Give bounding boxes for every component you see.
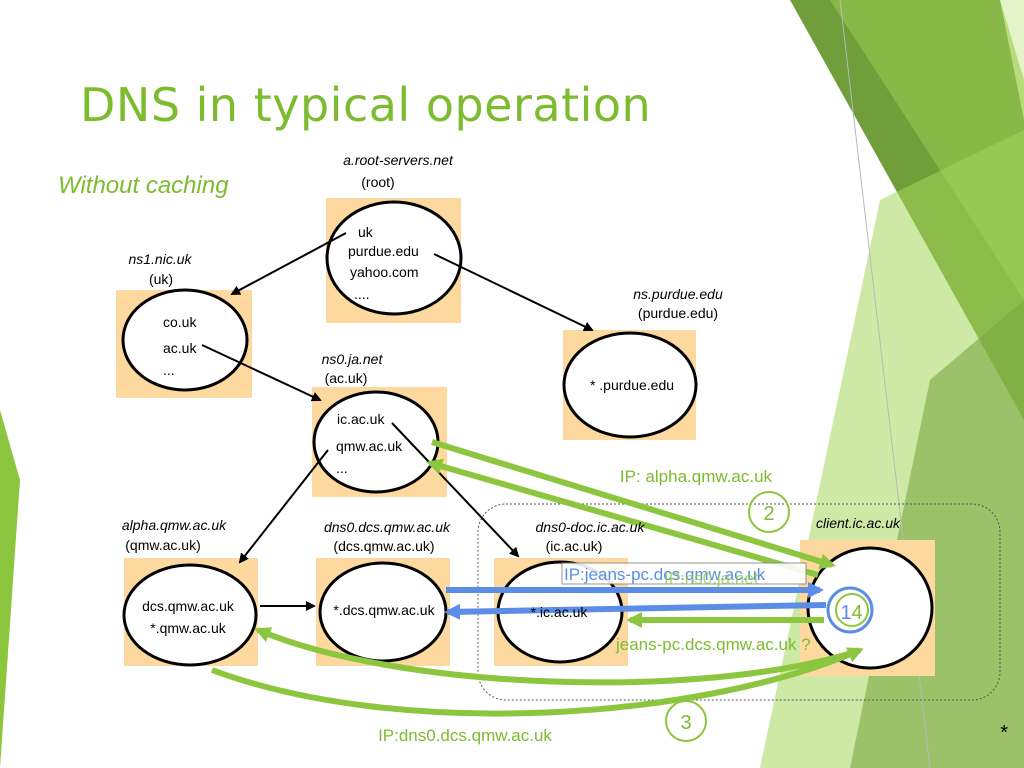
local-domain-region [477,503,1001,701]
msg-ip-alpha: IP: alpha.qmw.ac.uk [620,467,773,486]
doc-server-name: dns0-doc.ic.ac.uk [536,519,646,535]
root-server-domain: (root) [361,174,394,190]
msg-ip-dns0: IP:dns0.dcs.qmw.ac.uk [378,726,552,745]
dcs-entry-1: *.dcs.qmw.ac.uk [333,602,435,618]
nic-entry-1: co.uk [163,314,197,330]
nic-entry-3: ... [163,362,175,378]
delegation-root-to-nic [230,232,347,295]
nic-server-name: ns1.nic.uk [128,251,192,267]
alpha-server-node [122,563,258,667]
stripe-left [0,410,20,768]
slide-title: DNS in typical operation [80,78,652,132]
msg-ip-jeans: IP:jeans-pc.dcs.qmw.ac.uk [564,565,766,584]
query-to-dcs-arrow [444,602,827,620]
purdue-server-domain: (purdue.edu) [638,305,718,321]
janet-entry-3: ... [336,460,348,476]
step-4-label: 4 [851,602,862,624]
step-3-circle [665,700,707,742]
step-2-circle [748,491,790,533]
footer-mark: * [1000,722,1008,744]
alpha-entry-2: *.qmw.ac.uk [150,620,226,636]
root-entry-3: yahoo.com [350,264,418,280]
reply-from-alpha-arrow [210,647,864,717]
alpha-server-domain: (qmw.ac.uk) [125,537,200,553]
step-3-label: 3 [680,712,691,734]
root-entry-2: purdue.edu [348,243,419,259]
root-entry-1: uk [358,224,374,240]
query-to-janet-arrow [431,439,836,570]
slide-subtitle: Without caching [58,172,229,199]
alpha-server-name: alpha.qmw.ac.uk [122,517,227,533]
root-server-node [325,200,463,316]
delegation-root-to-purdue [433,253,594,332]
dcs-server-domain: (dcs.qmw.ac.uk) [333,538,434,554]
msg-ip-ns0: IP:ns0.ja.net [664,569,759,588]
delegation-nic-to-janet [201,344,322,402]
query-to-alpha-arrow [254,627,856,686]
msg-ip-jeans-box [561,562,807,585]
purdue-server-node [562,331,698,439]
purdue-server-name: ns.purdue.edu [633,286,723,302]
stripe-pale [1000,0,1024,80]
purdue-entry-1: * .purdue.edu [590,377,674,393]
step-1-circle [826,586,874,634]
alpha-entry-1: dcs.qmw.ac.uk [142,598,235,614]
janet-server-domain: (ac.uk) [325,370,368,386]
delegation-janet-to-doc [391,422,520,558]
client-name: client.ic.ac.uk [816,515,901,531]
janet-entry-1: ic.ac.uk [337,411,385,427]
nic-server-domain: (uk) [149,271,173,287]
janet-server-name: ns0.ja.net [322,351,384,367]
doc-server-domain: (ic.ac.uk) [546,538,603,554]
dcs-server-name: dns0.dcs.qmw.ac.uk [324,519,451,535]
doc-entry-1: *.ic.ac.uk [531,604,589,620]
reply-from-janet-arrow [426,458,819,578]
step-1-label: 1 [840,602,851,624]
janet-entry-2: qmw.ac.uk [336,438,403,454]
nic-server-node [121,288,249,392]
msg-query: jeans-pc.dcs.qmw.ac.uk ? [615,635,811,654]
root-server-name: a.root-servers.net [343,152,454,168]
root-entry-4: .... [354,286,370,302]
nic-entry-2: ac.uk [163,340,197,356]
step-2-label: 2 [763,503,774,525]
delegation-janet-to-alpha [238,449,329,564]
step-4-circle [835,593,869,627]
